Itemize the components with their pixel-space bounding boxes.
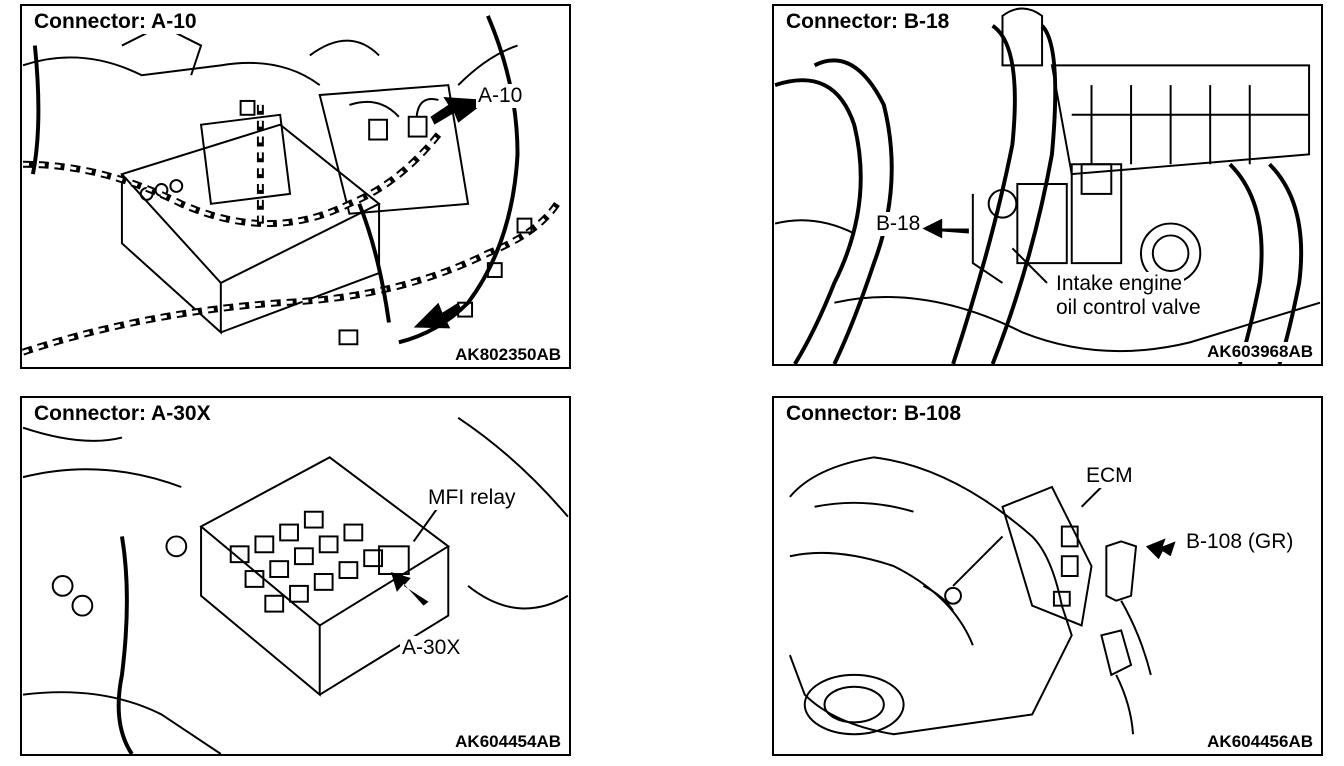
connector-callout-b108: B-108 (GR)	[1184, 530, 1296, 554]
component-callout-line1: Intake engine	[1054, 272, 1185, 296]
panel-title: Connector: B-18	[784, 10, 952, 34]
connector-callout-b18: B-18	[874, 212, 923, 236]
panel-title: Connector: A-30X	[32, 402, 213, 426]
vehicle-ecm-illustration-b108	[788, 456, 1176, 736]
panel-connector-b108: Connector: B-108 ECM B-108 (GR) AK604456…	[772, 396, 1323, 756]
component-callout-line2: oil control valve	[1054, 296, 1203, 320]
component-callout-mfi-relay: MFI relay	[426, 486, 518, 510]
panel-connector-a30x: Connector: A-30X MFI relay A-30X AK60445…	[20, 396, 571, 756]
component-callout-ecm: ECM	[1084, 464, 1135, 488]
connector-callout-a10: A-10	[476, 84, 525, 108]
figure-code: AK604454AB	[453, 732, 563, 752]
panel-title: Connector: A-10	[32, 10, 199, 34]
panel-title: Connector: B-108	[784, 402, 964, 426]
figure-code: AK603968AB	[1205, 342, 1315, 362]
engine-bay-illustration-b18	[774, 7, 1321, 364]
engine-bay-illustration-a10	[22, 15, 560, 356]
panel-connector-a10: Connector: A-10 A-10 AK802350AB	[20, 4, 571, 369]
relay-box-illustration-a30x	[22, 416, 569, 754]
figure-code: AK604456AB	[1205, 732, 1315, 752]
panel-connector-b18: Connector: B-18 B-18 Intake engine oil c…	[772, 4, 1323, 366]
connector-callout-a30x: A-30X	[400, 636, 463, 660]
figure-code: AK802350AB	[453, 345, 563, 365]
